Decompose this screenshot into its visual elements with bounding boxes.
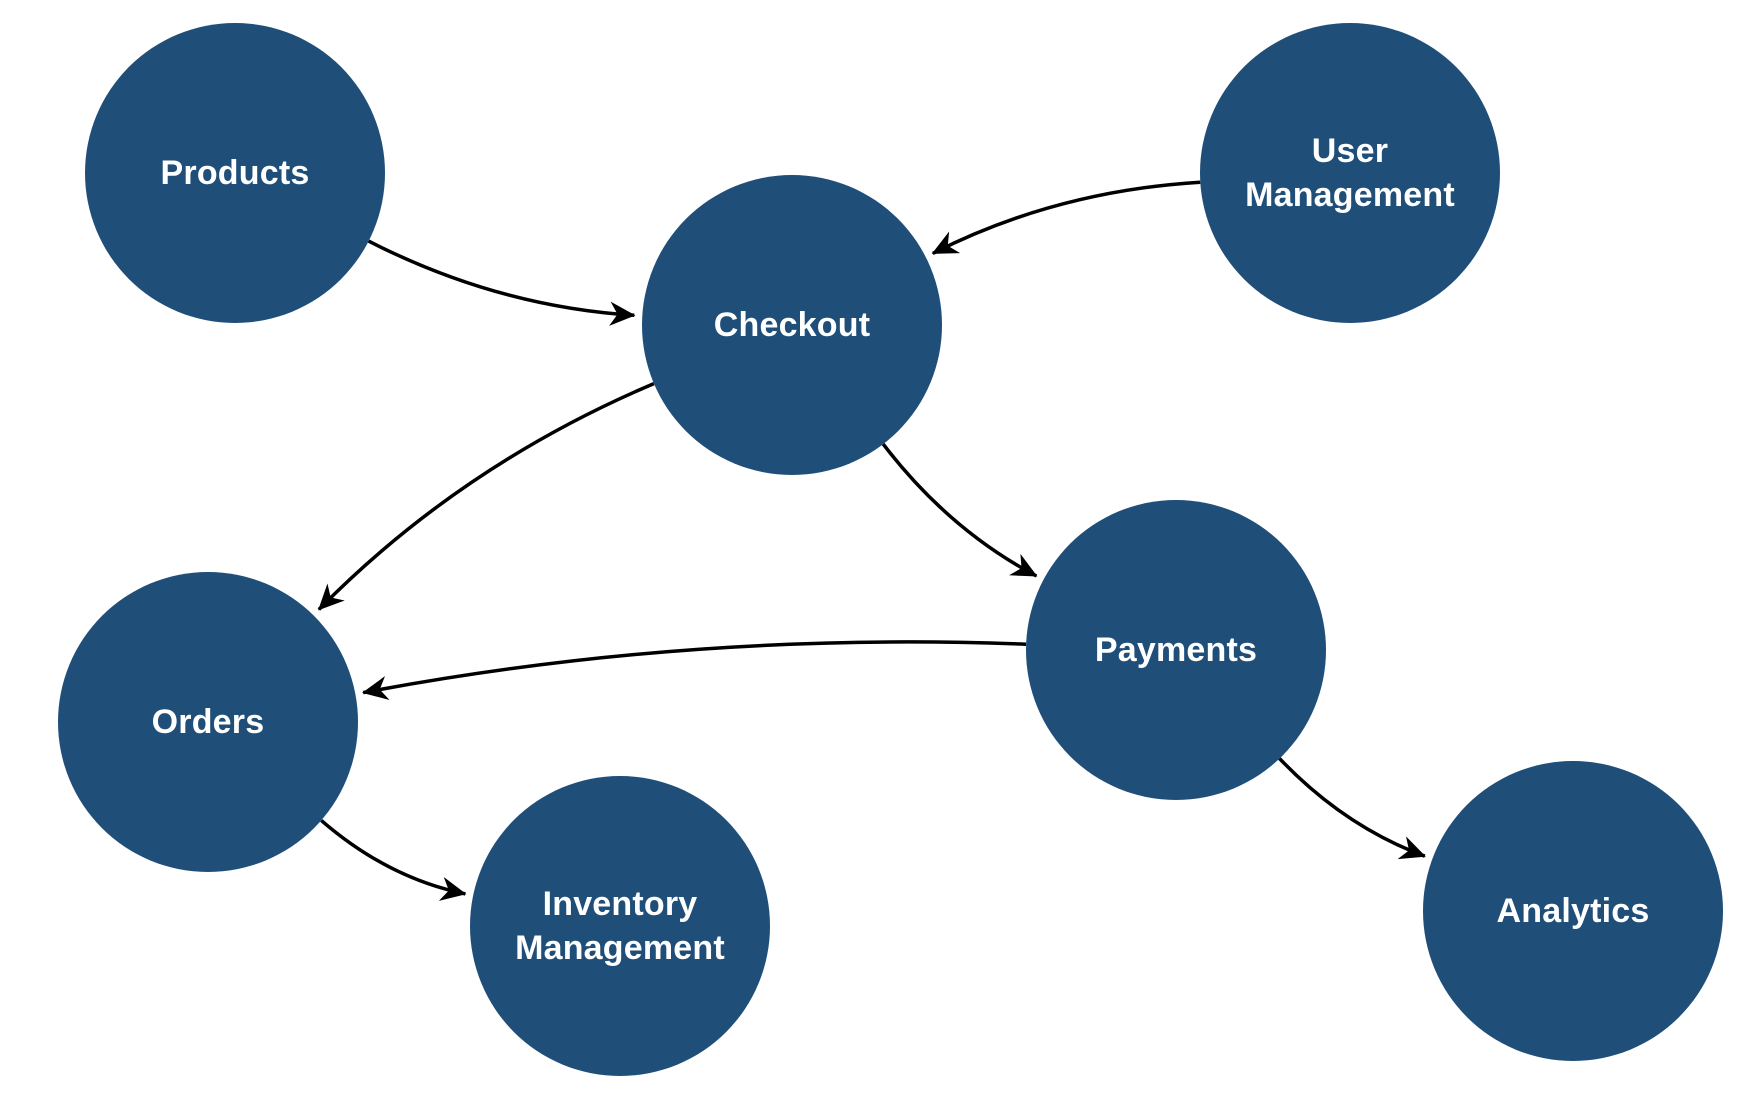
node-payments[interactable]: Payments [1026,500,1326,800]
node-label-user-management: User Management [1245,131,1455,214]
edge-payments-to-analytics [1278,757,1426,860]
node-analytics[interactable]: Analytics [1423,761,1723,1061]
edge-checkout-to-payments [881,443,1038,578]
node-label-products: Products [160,153,310,192]
edge-orders-to-inventory-management [320,819,467,901]
node-inventory-management[interactable]: Inventory Management [470,776,770,1076]
node-label-orders: Orders [151,702,265,741]
node-label-payments: Payments [1094,630,1258,669]
node-label-inventory-management: Inventory Management [515,884,725,967]
edge-products-to-checkout [367,239,636,326]
edge-checkout-to-orders [317,381,655,611]
edge-payments-to-orders [362,640,1027,700]
node-orders[interactable]: Orders [58,572,358,872]
node-user-management[interactable]: User Management [1200,23,1500,323]
edge-user-management-to-checkout [931,180,1201,255]
node-label-analytics: Analytics [1496,891,1650,930]
node-products[interactable]: Products [85,23,385,323]
edges-group [317,180,1426,901]
node-label-checkout: Checkout [713,305,871,344]
node-checkout[interactable]: Checkout [642,175,942,475]
